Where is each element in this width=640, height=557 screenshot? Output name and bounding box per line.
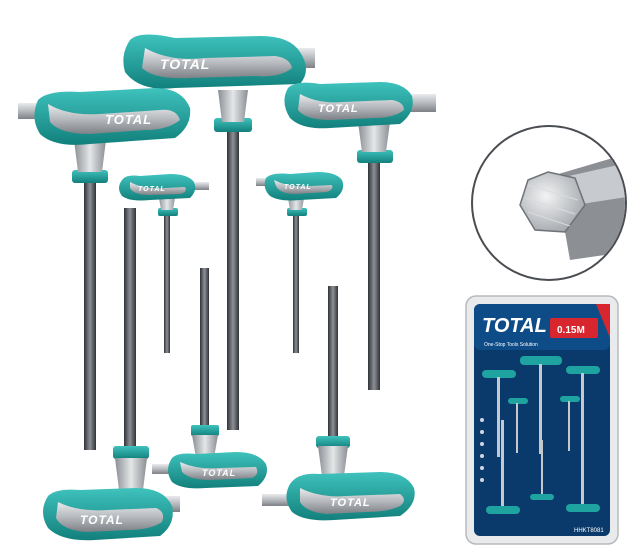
- brand-logo-left: TOTAL: [105, 112, 152, 127]
- t-wrench-bottom-left: TOTAL: [43, 208, 180, 541]
- package-badge-text: 0.15M: [557, 325, 585, 336]
- package-badge: [550, 318, 598, 338]
- t-wrench-bottom-center: TOTAL: [152, 268, 267, 489]
- brand-logo-small-right: TOTAL: [284, 184, 312, 191]
- t-wrench-small-right: TOTAL: [256, 172, 344, 353]
- t-wrench-large-left: TOTAL: [18, 88, 191, 450]
- brand-logo-bottom-center: TOTAL: [202, 468, 236, 478]
- t-wrench-small-left: TOTAL: [119, 174, 209, 353]
- brand-logo-small-left: TOTAL: [138, 186, 166, 193]
- t-wrench-large-right: TOTAL: [284, 82, 436, 390]
- brand-logo-right: TOTAL: [318, 103, 359, 115]
- package-model-number: HHKT8081: [574, 528, 604, 534]
- retail-package: TOTAL 0.15M One-Stop Tools Solution: [465, 295, 619, 545]
- brand-logo-top: TOTAL: [160, 56, 210, 72]
- package-brand-logo: TOTAL: [482, 315, 547, 337]
- brand-logo-bottom-left: TOTAL: [80, 513, 124, 527]
- package-tagline: One-Stop Tools Solution: [484, 342, 538, 348]
- hex-tip-closeup: [471, 125, 627, 281]
- t-wrench-bottom-right: TOTAL: [262, 286, 415, 521]
- brand-logo-bottom-right: TOTAL: [330, 497, 371, 509]
- t-wrench-large-top: TOTAL: [123, 34, 315, 430]
